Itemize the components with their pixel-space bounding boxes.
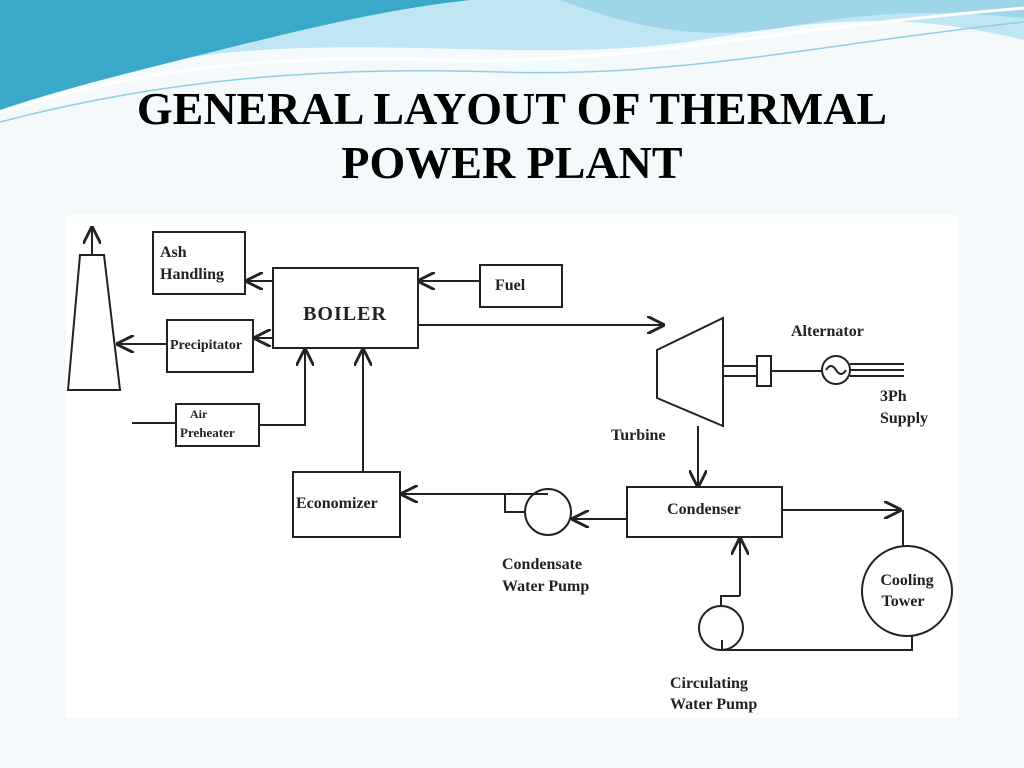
ash-handling-label-2: Handling: [160, 266, 224, 283]
fuel-label: Fuel: [495, 277, 526, 294]
cooling-tower-label-1: Cooling: [880, 572, 933, 589]
circulating-pump-outlet: [720, 595, 740, 606]
boiler-box: [272, 267, 419, 349]
cooling-return-line: [721, 636, 913, 651]
wave-line-2: [0, 21, 1024, 123]
condensate-pump-label-2: Water Pump: [502, 578, 589, 595]
air-preheater-label-1: Air: [190, 407, 208, 421]
economizer-label: Economizer: [296, 495, 378, 512]
supply-label-2: Supply: [880, 410, 928, 427]
turbine: [656, 316, 724, 428]
boiler-label: BOILER: [303, 303, 387, 325]
preheater-to-boiler-arrow: [259, 350, 305, 426]
circulating-pump-label-2: Water Pump: [670, 696, 757, 713]
condenser-label: Condenser: [667, 501, 741, 518]
title-line-2: POWER PLANT: [341, 137, 683, 188]
ash-handling-box: [152, 231, 246, 295]
condensate-pump-outlet: [504, 493, 548, 513]
wave-band-top-right: [560, 0, 1024, 33]
slide-title: GENERAL LAYOUT OF THERMAL POWER PLANT: [0, 82, 1024, 190]
circulating-pump-label-1: Circulating: [670, 675, 748, 692]
precipitator-box: [166, 319, 254, 373]
cooling-tower-label-2: Tower: [882, 593, 925, 610]
condensate-pump-icon: [524, 488, 572, 536]
air-preheater-label-2: Preheater: [180, 425, 235, 440]
cooling-tower-icon: [861, 545, 953, 637]
ash-handling-label-1: Ash: [160, 244, 187, 261]
wave-band-dark: [0, 0, 470, 110]
economizer-box: [292, 471, 401, 538]
alternator-label: Alternator: [791, 323, 864, 340]
coupling: [756, 355, 772, 387]
precipitator-label: Precipitator: [170, 338, 242, 353]
supply-label-1: 3Ph: [880, 388, 907, 405]
diagram-panel: [66, 215, 958, 718]
turbine-label: Turbine: [611, 427, 666, 444]
fuel-box: [479, 264, 563, 308]
condensate-pump-label-1: Condensate: [502, 556, 582, 573]
wave-line-1: [0, 6, 1024, 114]
sine-wave-icon: [825, 365, 847, 375]
title-line-1: GENERAL LAYOUT OF THERMAL: [136, 83, 888, 134]
decorative-waves: [0, 0, 1024, 123]
chimney: [66, 254, 122, 391]
